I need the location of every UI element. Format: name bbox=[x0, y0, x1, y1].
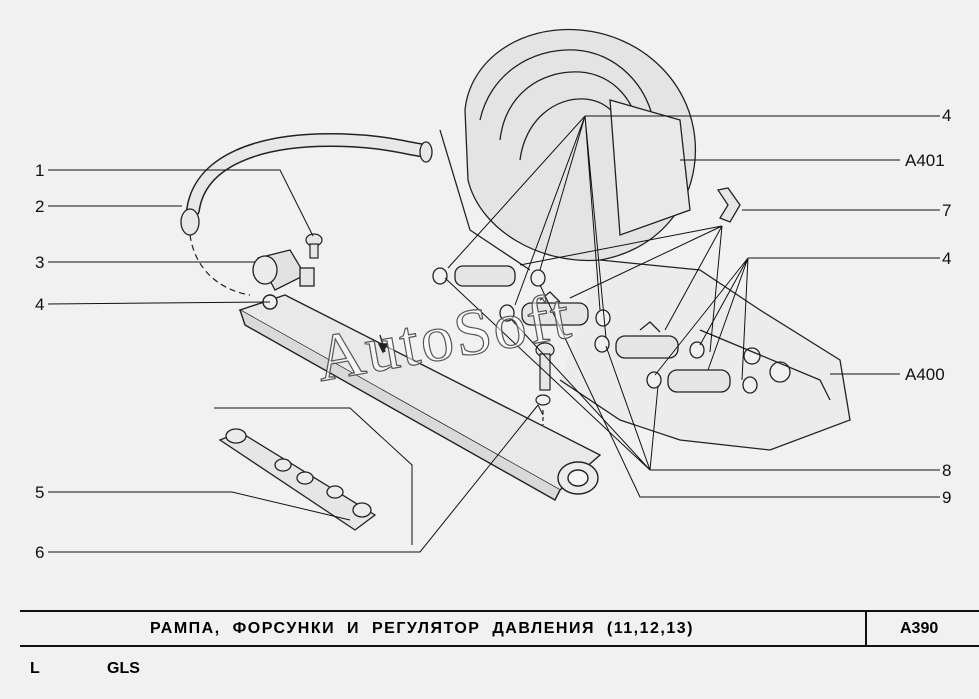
injectors bbox=[432, 265, 758, 394]
callout-8: 8 bbox=[942, 461, 952, 480]
callout-7: 7 bbox=[942, 201, 952, 220]
leader-lines bbox=[47, 115, 940, 553]
pressure-regulator bbox=[252, 249, 315, 291]
callout-4-left: 4 bbox=[35, 295, 45, 314]
fuel-hose bbox=[180, 132, 433, 296]
callout-6: 6 bbox=[35, 543, 45, 562]
footer-model: GLS bbox=[107, 660, 140, 677]
callout-5: 5 bbox=[35, 483, 45, 502]
injector-2 bbox=[499, 291, 611, 327]
regulator-bolt bbox=[305, 233, 323, 259]
injector-1 bbox=[432, 265, 546, 287]
title-divider bbox=[865, 610, 867, 647]
callout-4-top: 4 bbox=[942, 106, 952, 125]
callout-4-right: 4 bbox=[942, 249, 952, 268]
callout-3: 3 bbox=[35, 253, 45, 272]
callout-2: 2 bbox=[35, 197, 45, 216]
page-title: РАМПА, ФОРСУНКИ И РЕГУЛЯТОР ДАВЛЕНИЯ (11… bbox=[150, 620, 694, 637]
fuel-rail-assembly-small bbox=[218, 428, 377, 531]
injector-4 bbox=[646, 369, 758, 394]
callout-9: 9 bbox=[942, 488, 952, 507]
fuel-rail bbox=[238, 294, 602, 501]
callout-a400: A400 bbox=[905, 365, 945, 384]
diagram-code: A390 bbox=[900, 620, 939, 637]
injector-clip bbox=[716, 187, 741, 223]
callout-a401: A401 bbox=[905, 151, 945, 170]
injector-3 bbox=[594, 321, 705, 359]
footer-l: L bbox=[30, 660, 40, 677]
callout-1: 1 bbox=[35, 161, 45, 180]
title-bar: РАМПА, ФОРСУНКИ И РЕГУЛЯТОР ДАВЛЕНИЯ (11… bbox=[20, 610, 979, 647]
engine-block bbox=[439, 28, 851, 451]
